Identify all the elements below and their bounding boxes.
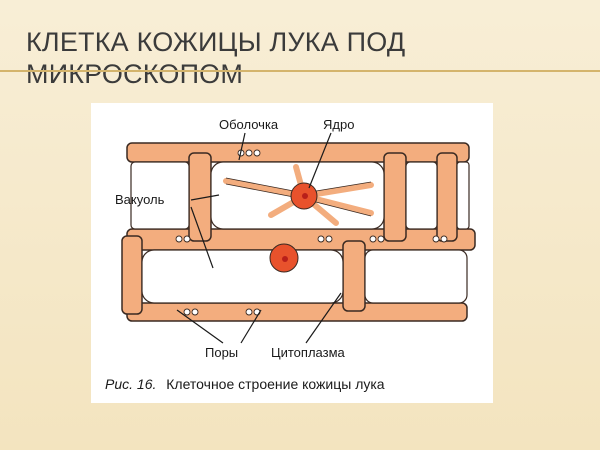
title-divider [0,70,600,72]
wall-row-1 [126,142,470,163]
onion-cell-diagram: Оболочка Ядро Вакуоль Поры Цитоплазма Ри… [105,117,476,392]
wall-col-4 [436,152,458,242]
label-membrane: Оболочка [219,117,279,132]
wall-col-left [121,235,143,315]
caption-text: Клеточное строение кожицы лука [166,376,385,392]
slide-title: КЛЕТКА КОЖИЦЫ ЛУКА ПОД МИКРОСКОПОМ [26,27,406,89]
onion-cell-figure: Оболочка Ядро Вакуоль Поры Цитоплазма Ри… [91,103,493,403]
cell-bottom-center [141,249,344,304]
cell-top-edge [456,161,470,230]
cell-top-right [405,161,438,230]
wall-col-3 [342,240,366,312]
pores [175,149,448,316]
figure-caption: Рис. 16. Клеточное строение кожицы лука [105,376,385,392]
cell-top-left [130,161,190,230]
wall-col-2 [383,152,407,242]
label-vacuole: Вакуоль [115,192,165,207]
label-cytoplasm: Цитоплазма [271,345,346,360]
wall-row-3 [126,302,468,322]
leader-lines [176,132,342,344]
nucleus-upper [290,182,318,210]
nucleus-lower [269,243,299,273]
label-pores: Поры [205,345,238,360]
label-nucleus: Ядро [323,117,354,132]
caption-number: Рис. 16. [105,376,156,392]
cell-bottom-right [364,249,468,304]
